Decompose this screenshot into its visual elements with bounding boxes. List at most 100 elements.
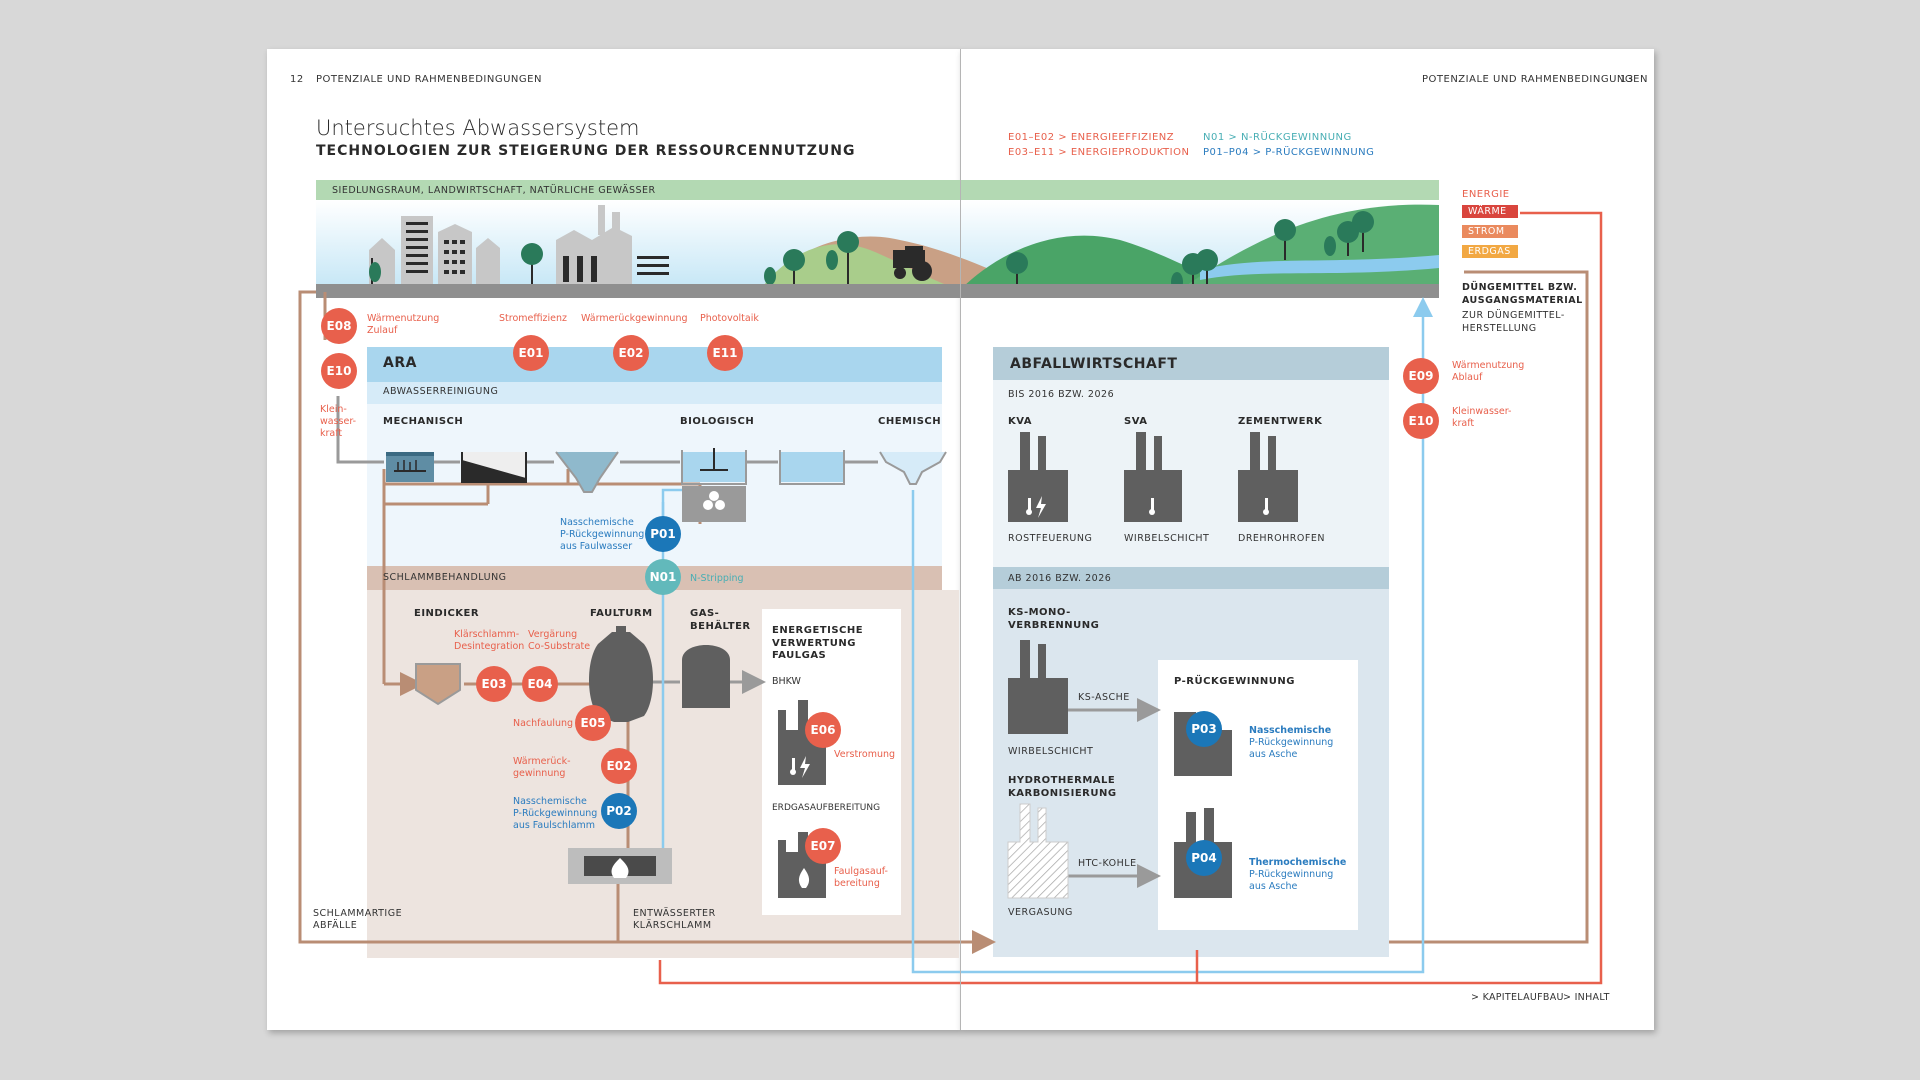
label-hydrothermal: HYDROTHERMALE KARBONISIERUNG	[1008, 775, 1117, 799]
badge-e11: E11	[707, 335, 743, 371]
badge-n01: N01	[645, 559, 681, 595]
ann-waermerueck2: Wärmerück- gewinnung	[513, 756, 571, 779]
badge-p01: P01	[645, 516, 681, 552]
legend-production: E03–E11 > ENERGIEPRODUKTION	[1008, 147, 1190, 158]
green-hill-2	[960, 235, 1240, 290]
label-rostfeuerung: ROSTFEUERUNG	[1008, 533, 1093, 544]
ann-p01: Nasschemische P-Rückgewinnung aus Faulwa…	[560, 517, 645, 552]
bhkw-building	[778, 700, 826, 785]
ann-kleinwasserkraft-left: Klein- wasser- kraft	[320, 404, 357, 439]
badge-p03: P03	[1186, 711, 1222, 747]
abfall-bis: BIS 2016 BZW. 2026	[1008, 389, 1115, 400]
badge-p04: P04	[1186, 840, 1222, 876]
thickener-tank	[415, 663, 461, 706]
fertilizer-norm-1: ZUR DÜNGEMITTEL-	[1462, 310, 1565, 321]
link-kapitelaufbau[interactable]: > KAPITELAUFBAU	[1471, 992, 1564, 1003]
ann-stromeffizienz: Stromeffizienz	[499, 313, 568, 324]
top-band-label: SIEDLUNGSRAUM, LANDWIRTSCHAFT, NATÜRLICH…	[332, 185, 656, 196]
page-number-right: 13	[1620, 74, 1634, 85]
label-drehrohrofen: DREHROHROFEN	[1238, 533, 1325, 544]
legend-p: P01–P04 > P-RÜCKGEWINNUNG	[1203, 147, 1375, 158]
label-p04-bold: Thermochemische	[1249, 857, 1347, 868]
ann-waermerueckgewinnung: Wärmerückgewinnung	[581, 313, 688, 324]
abfall-ab: AB 2016 BZW. 2026	[1008, 573, 1112, 584]
sva-building	[1124, 432, 1182, 522]
abfall-header	[993, 347, 1389, 380]
label-energetisch: ENERGETISCHE VERWERTUNG FAULGAS	[772, 625, 864, 661]
green-hill-1	[760, 244, 960, 290]
label-ks-mono: KS-MONO- VERBRENNUNG	[1008, 607, 1100, 631]
fertilizer-norm-2: HERSTELLUNG	[1462, 323, 1537, 334]
fertilizer-bold-1: DÜNGEMITTEL BZW.	[1462, 282, 1578, 293]
ann-faulgasauf: Faulgasauf- bereitung	[834, 866, 888, 889]
river	[1200, 255, 1439, 280]
badge-e06: E06	[805, 712, 841, 748]
label-p03-text: P-Rückgewinnung aus Asche	[1249, 737, 1334, 760]
energy-waerme: WÄRME	[1462, 205, 1518, 218]
page-title: Untersuchtes Abwassersystem	[316, 116, 640, 140]
badge-e03: E03	[476, 666, 512, 702]
ara-sub-band	[367, 382, 942, 404]
kva-building	[1008, 432, 1068, 522]
label-zementwerk: ZEMENTWERK	[1238, 416, 1323, 427]
htc-building	[1007, 803, 1069, 899]
label-kva: KVA	[1008, 416, 1033, 427]
badge-p02: P02	[601, 793, 637, 829]
label-mechanisch: MECHANISCH	[383, 416, 464, 427]
label-p-rueckgewinnung: P-RÜCKGEWINNUNG	[1174, 676, 1295, 687]
page-subtitle: TECHNOLOGIEN ZUR STEIGERUNG DER RESSOURC…	[316, 143, 856, 159]
label-entwaessert: ENTWÄSSERTER KLÄRSCHLAMM	[633, 908, 716, 931]
badge-e02-top: E02	[613, 335, 649, 371]
label-faulturm: FAULTURM	[590, 608, 653, 619]
gas-holder	[682, 645, 730, 708]
abfall-title: ABFALLWIRTSCHAFT	[1010, 356, 1178, 372]
tractor-icon	[893, 246, 932, 281]
label-htc-kohle: HTC-KOHLE	[1078, 858, 1137, 869]
ara-sub: ABWASSERREINIGUNG	[383, 386, 499, 397]
label-erdgasauf: ERDGASAUFBEREITUNG	[772, 803, 881, 813]
energy-erdgas: ERDGAS	[1462, 245, 1518, 258]
ground-strip	[316, 284, 1439, 298]
label-ks-asche: KS-ASCHE	[1078, 692, 1130, 703]
energy-title: ENERGIE	[1462, 189, 1510, 200]
ann-waermenutzung-ablauf: Wärmenutzung Ablauf	[1452, 360, 1525, 383]
label-gasbehaelter: GAS- BEHÄLTER	[690, 608, 751, 632]
label-p04-text: P-Rückgewinnung aus Asche	[1249, 869, 1334, 892]
zementwerk-building	[1238, 432, 1298, 522]
running-head-right: POTENZIALE UND RAHMENBEDINGUNGEN	[1422, 74, 1648, 85]
erdgas-building	[778, 832, 826, 898]
mechanical-units	[386, 448, 947, 522]
ann-n-stripping: N-Stripping	[690, 573, 744, 584]
label-wirbelschicht-1: WIRBELSCHICHT	[1124, 533, 1210, 544]
label-chemisch: CHEMISCH	[878, 416, 942, 427]
badge-e01: E01	[513, 335, 549, 371]
digester-tower	[589, 632, 653, 722]
ann-p02: Nasschemische P-Rückgewinnung aus Faulsc…	[513, 796, 598, 831]
book-spine	[960, 49, 961, 1030]
page-number-left: 12	[290, 74, 304, 85]
label-wirbelschicht-2: WIRBELSCHICHT	[1008, 746, 1094, 757]
label-schlammartig: SCHLAMMARTIGE ABFÄLLE	[313, 908, 403, 931]
label-sva: SVA	[1124, 416, 1148, 427]
ks-mono-building	[1008, 640, 1068, 734]
badge-e07: E07	[805, 828, 841, 864]
ann-photovoltaik: Photovoltaik	[700, 313, 759, 324]
top-band	[316, 180, 1439, 200]
label-bhkw: BHKW	[772, 676, 801, 687]
badge-e08: E08	[321, 308, 357, 344]
badge-e10-right: E10	[1403, 403, 1439, 439]
energy-strom: STROM	[1462, 225, 1518, 238]
label-p03-bold: Nasschemische	[1249, 725, 1332, 736]
ara-title: ARA	[383, 355, 417, 371]
ann-klaerschlamm: Klärschlamm- Desintegration	[454, 629, 525, 652]
badge-e04: E04	[522, 666, 558, 702]
badge-e09: E09	[1403, 358, 1439, 394]
ann-verstromung: Verstromung	[834, 749, 896, 760]
link-inhalt[interactable]: > INHALT	[1563, 992, 1610, 1003]
running-head-left: POTENZIALE UND RAHMENBEDINGUNGEN	[316, 74, 542, 85]
ann-waermenutzung-zulauf: Wärmenutzung Zulauf	[367, 313, 440, 336]
ara-header	[367, 347, 942, 382]
label-biologisch: BIOLOGISCH	[680, 416, 755, 427]
label-eindicker: EINDICKER	[414, 608, 480, 619]
